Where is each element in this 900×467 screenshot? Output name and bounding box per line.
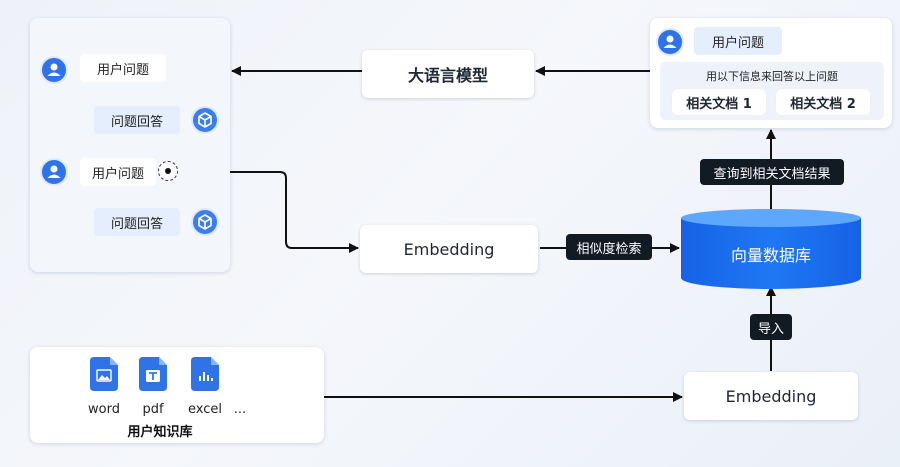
bot-cube-icon <box>191 208 219 236</box>
vector-db-label: 向量数据库 <box>730 246 811 265</box>
embedding-box-query: Embedding <box>360 225 538 273</box>
knowledge-base-title: 用户知识库 <box>127 425 193 440</box>
file-more-ellipsis: ... <box>233 402 247 417</box>
user-question-bubble: 用户问题 <box>80 158 156 186</box>
related-doc-1: 相关文档 1 <box>672 89 766 115</box>
user-avatar-icon <box>656 28 684 56</box>
prompt-question-bubble: 用户问题 <box>694 27 782 55</box>
answer-bubble: 问题回答 <box>94 106 180 134</box>
similarity-search-tag: 相似度检索 <box>566 234 652 260</box>
llm-box: 大语言模型 <box>362 50 534 98</box>
text-file-icon <box>139 357 167 395</box>
embedding-box-import: Embedding <box>684 372 858 420</box>
file-label-excel: excel <box>188 402 222 417</box>
database-cylinder-icon <box>681 209 861 289</box>
import-tag: 导入 <box>750 314 792 340</box>
connection-dot-icon <box>158 161 178 181</box>
user-avatar-icon <box>40 158 68 186</box>
image-file-icon <box>90 357 118 395</box>
user-question-bubble: 用户问题 <box>80 54 166 82</box>
file-label-pdf: pdf <box>142 402 164 417</box>
related-doc-2: 相关文档 2 <box>776 89 870 115</box>
query-result-tag: 查询到相关文档结果 <box>700 159 844 185</box>
arrow-question-to-embedding <box>170 171 359 253</box>
prompt-instruction: 用以下信息来回答以上问题 <box>706 70 838 83</box>
vector-database: 向量数据库 <box>681 208 861 290</box>
knowledge-base-card <box>30 347 324 443</box>
user-avatar-icon <box>40 56 68 84</box>
answer-bubble: 问题回答 <box>94 208 180 236</box>
bot-cube-icon <box>191 106 219 134</box>
chart-file-icon <box>191 357 219 395</box>
file-label-word: word <box>88 402 120 417</box>
